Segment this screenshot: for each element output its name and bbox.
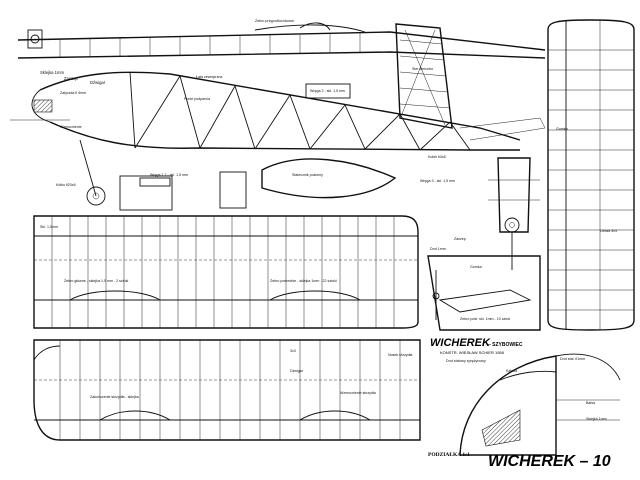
label-balsa: Balsa [586, 401, 595, 405]
label-statecznik: Statecznik poziomy [292, 173, 323, 177]
detail-label-group: Drut 1mm Zaczep Gumka Żebro pośr. skl. 1… [430, 237, 607, 421]
label-gumka: Gumka [556, 127, 568, 131]
label-ster-kierunku: Ster kierunku [412, 67, 433, 71]
wing-panel-lower [33, 339, 421, 441]
cockpit-detail [459, 353, 621, 456]
label-zebro-posrednie: Żebro pośrednie - sklejka 1mm - 22 sztuk… [270, 278, 337, 283]
label-drut: Drut 1mm [430, 247, 446, 251]
plan-note: Drut stalowy sprężynowy [446, 359, 486, 363]
label-sklejka: Sklejka 1mm [40, 70, 64, 75]
label-kabina: Kabina [506, 369, 517, 373]
label-nosek: Nosek skrzydła [388, 353, 412, 357]
label-zakonczenie: Zakończenie skrzydła - sklejka [90, 395, 139, 399]
label-zebro-posr-d: Żebro pośr. skl. 1mm - 10 sztuk [460, 316, 510, 321]
label-wzmocnienie-skrzydla: Wzmocnienie skrzydła [340, 391, 376, 395]
title-block: WICHEREK – SZYBOWIEC KONSTR. WIESŁAW SCH… [428, 337, 611, 470]
label-zebro-przypodl: Żebro przypodłużnicowe [255, 18, 294, 23]
label-dzwigar: Dźwigar [90, 80, 106, 85]
label-lata: Łata zewnętrzna [196, 75, 222, 79]
label-wzmocnienie: Wzmocnienie [60, 125, 82, 129]
label-sklejka-d: Sklejka 1mm [586, 417, 607, 421]
label-kolek: Kołek fi3x8 [428, 155, 446, 159]
label-wrega-3: Wręga 3 - skl. 1,5 mm [420, 179, 455, 183]
label-zaczep: Zaczep [64, 76, 78, 81]
plan-designer: KONSTR. WIESŁAW SCHIER 1958 [440, 350, 505, 355]
label-zaczep-d: Zaczep [454, 237, 466, 241]
label-listwa: Listwa 3x3 [600, 229, 617, 233]
tail-detail [488, 157, 540, 270]
label-drut-stal: Drut stal. fi1mm [560, 357, 585, 361]
label-dzwigar-wing: Dźwigar [290, 369, 304, 373]
label-gumka-d: Gumka [470, 265, 482, 269]
wing-label-group: Skl. 1,5mm Żebro główne - sklejka 1,5 mm… [40, 225, 412, 399]
label-wrega-12: Wręga 1,2 - skl. 1,5 mm [150, 173, 188, 177]
nose-assembly [10, 29, 106, 206]
fuselage-label-group: Sklejka 1mm Zaczep Dźwigar Zatyczka fi 4… [40, 18, 617, 233]
plan-scale: PODZIAŁKA 1:1 [428, 452, 470, 458]
fuselage-side-view [10, 22, 546, 270]
label-kolko: Kółko fi20x6 [56, 183, 76, 187]
label-wrega-2: Wręga 2 - skl. 1,5 mm [310, 89, 345, 93]
label-zebro-glowne: Żebro główne - sklejka 1,5 mm - 2 sztuki [64, 278, 129, 283]
horizontal-stabilizer [547, 19, 635, 331]
plan-bottom-title: WICHEREK – 10 [488, 453, 611, 470]
label-zatyczka: Zatyczka fi 4mm [60, 91, 86, 95]
plan-title: WICHEREK [430, 337, 491, 349]
plan-subtitle: – SZYBOWIEC [488, 342, 523, 348]
label-punkt-podparcia: Punkt podparcia [184, 97, 210, 101]
label-skl15: Skl. 1,5mm [40, 225, 58, 229]
label-3x3: 3x3 [290, 349, 296, 353]
vertical-fin [395, 23, 453, 129]
wing-panel-upper [33, 215, 419, 329]
wing-tip-detail [427, 255, 541, 331]
